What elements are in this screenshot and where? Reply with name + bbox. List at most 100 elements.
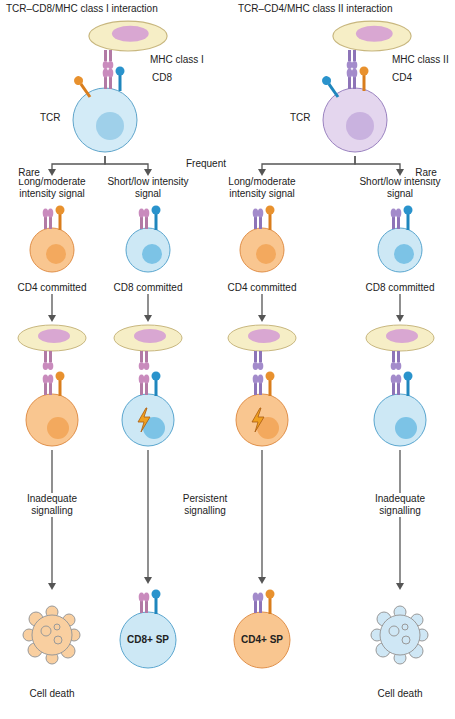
illustration-part xyxy=(391,351,402,370)
illustration-part xyxy=(228,325,296,351)
illustration-part xyxy=(139,209,150,230)
node-text: CD4+ SP xyxy=(222,634,302,646)
illustration-part xyxy=(360,67,369,92)
arrow-head xyxy=(258,315,266,322)
arrow-head xyxy=(396,169,404,176)
panel-title: TCR–CD4/MHC class II interaction xyxy=(238,3,392,15)
illustration-part xyxy=(240,228,284,272)
connector-arrow xyxy=(48,156,105,176)
connector-arrow xyxy=(48,294,56,590)
apc-top xyxy=(89,21,411,69)
illustration-part xyxy=(391,209,402,230)
illustration-part xyxy=(347,50,358,69)
edge-label: Rare xyxy=(16,167,42,179)
illustration-part xyxy=(139,593,150,614)
illustration-part xyxy=(253,209,264,230)
arrow-head xyxy=(258,169,266,176)
illustration-part xyxy=(346,112,374,140)
node-text: CD4 committed xyxy=(4,282,100,294)
illustration-part xyxy=(103,50,114,69)
illustration-part xyxy=(378,228,422,272)
illustration-part xyxy=(323,88,387,152)
committed-cell: Short/low intensity signalCD8 committed xyxy=(100,176,196,294)
node-text: Long/moderate intensity signal xyxy=(214,176,310,200)
illustration-part xyxy=(394,244,414,264)
node-text: Long/moderate intensity signal xyxy=(4,176,100,200)
node-text: TCR xyxy=(290,112,311,124)
connector-arrow xyxy=(105,156,152,176)
connector-arrow xyxy=(144,294,152,584)
illustration-part xyxy=(30,228,74,272)
node-text: CD8 committed xyxy=(100,282,196,294)
node-text: Short/low intensity signal xyxy=(352,176,448,200)
illustration-part xyxy=(347,69,358,90)
node-text: CD4 committed xyxy=(214,282,310,294)
illustration-part xyxy=(96,112,124,140)
arrow-head xyxy=(144,315,152,322)
node-text: TCR xyxy=(40,112,61,124)
arrow-head xyxy=(144,169,152,176)
illustration-part xyxy=(266,590,275,615)
arrow-head xyxy=(258,577,266,584)
illustration-part xyxy=(253,375,264,396)
edge-label: Rare xyxy=(413,167,439,179)
illustration-part xyxy=(116,67,125,92)
thymocyte-top xyxy=(72,67,387,153)
dying-cell: Cell death xyxy=(360,590,440,700)
illustration-part xyxy=(253,593,264,614)
connector-line xyxy=(399,294,400,584)
edge-label: Inadequate signalling xyxy=(15,493,89,517)
connector-arrow xyxy=(258,294,266,584)
illustration-part xyxy=(142,244,162,264)
illustration-part xyxy=(374,394,426,446)
connector-line xyxy=(105,156,148,170)
outcome-cells xyxy=(23,590,428,669)
edge-label: Inadequate signalling xyxy=(373,493,428,517)
illustration-part xyxy=(114,325,182,351)
node-text: Short/low intensity signal xyxy=(100,176,196,200)
illustration-part xyxy=(256,244,276,264)
illustration-part xyxy=(139,375,150,396)
illustration-part xyxy=(404,372,413,397)
illustration-part xyxy=(404,206,413,231)
illustration-part xyxy=(43,209,54,230)
committed-cell: Long/moderate intensity signalCD4 commit… xyxy=(214,176,310,294)
illustration-part xyxy=(103,69,114,90)
illustration-part xyxy=(253,351,264,370)
committed-cell: Long/moderate intensity signalCD4 commit… xyxy=(4,176,100,294)
illustration-part xyxy=(23,606,80,664)
thymocyte: TCR xyxy=(290,86,390,156)
illustration-part xyxy=(122,394,174,446)
arrow-head xyxy=(48,169,56,176)
illustration-part xyxy=(139,351,150,370)
illustration-part xyxy=(152,206,161,231)
illustration-part xyxy=(43,351,54,370)
illustration-part xyxy=(46,244,66,264)
node-text: CD8 committed xyxy=(352,282,448,294)
frequency-label: Frequent xyxy=(184,158,228,170)
node-text: CD8+ SP xyxy=(108,634,188,646)
connector-line xyxy=(147,294,148,578)
molecule-label: MHC class II xyxy=(392,54,449,66)
connector-line xyxy=(262,156,355,170)
illustration-part xyxy=(73,88,137,152)
arrow-head xyxy=(144,577,152,584)
interaction-row xyxy=(18,325,434,446)
illustration-part xyxy=(395,417,417,439)
illustration-part xyxy=(47,417,69,439)
arrow-head xyxy=(48,583,56,590)
single-positive-cell: CD8+ SP xyxy=(108,584,188,674)
committed-cell: Short/low intensity signalCD8 committed xyxy=(352,176,448,294)
connector-line xyxy=(261,294,262,578)
connector-line xyxy=(355,156,400,170)
thymocyte: TCR xyxy=(40,86,140,156)
illustration-part xyxy=(266,372,275,397)
illustration-part xyxy=(89,21,167,51)
illustration-part xyxy=(56,206,65,231)
arrow-head xyxy=(396,583,404,590)
illustration-part xyxy=(366,325,434,351)
arrow-head xyxy=(48,315,56,322)
